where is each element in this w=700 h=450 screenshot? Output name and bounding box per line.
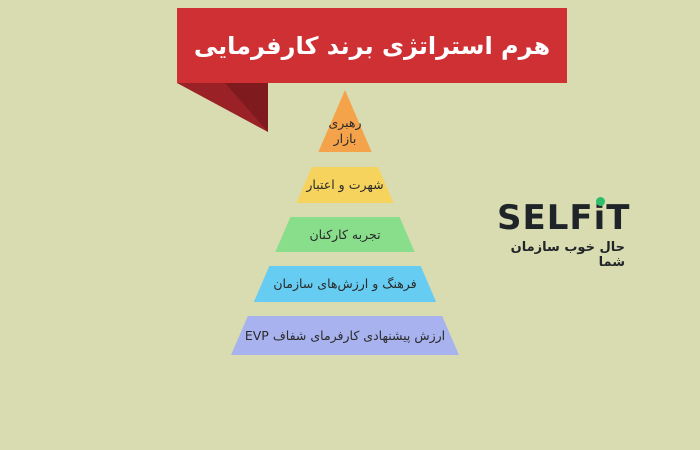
layer-market-leadership-label: رهبری بازار	[328, 115, 362, 146]
layer-reputation	[296, 167, 394, 203]
layer-reputation-label: شهرت و اعتبار	[306, 177, 384, 192]
layer-culture-values-label: فرهنگ و ارزش‌های سازمان	[273, 276, 417, 291]
logo-tagline: حال خوب سازمان شما	[510, 240, 625, 270]
layer-evp-label: ارزش پیشنهادی کارفرمای شفاف EVP	[244, 327, 446, 343]
logo-dot-icon	[595, 197, 605, 206]
layer-evp	[231, 316, 459, 355]
layer-employee-experience	[275, 217, 415, 252]
page-title: هرم استراتژی برند کارفرمایی	[193, 31, 551, 60]
title-banner: هرم استراتژی برند کارفرمایی	[177, 8, 567, 83]
layer-employee-experience-label: تجربه کارکنان	[309, 226, 381, 242]
layer-culture-values	[253, 266, 437, 302]
layer-market-leadership	[318, 90, 372, 152]
